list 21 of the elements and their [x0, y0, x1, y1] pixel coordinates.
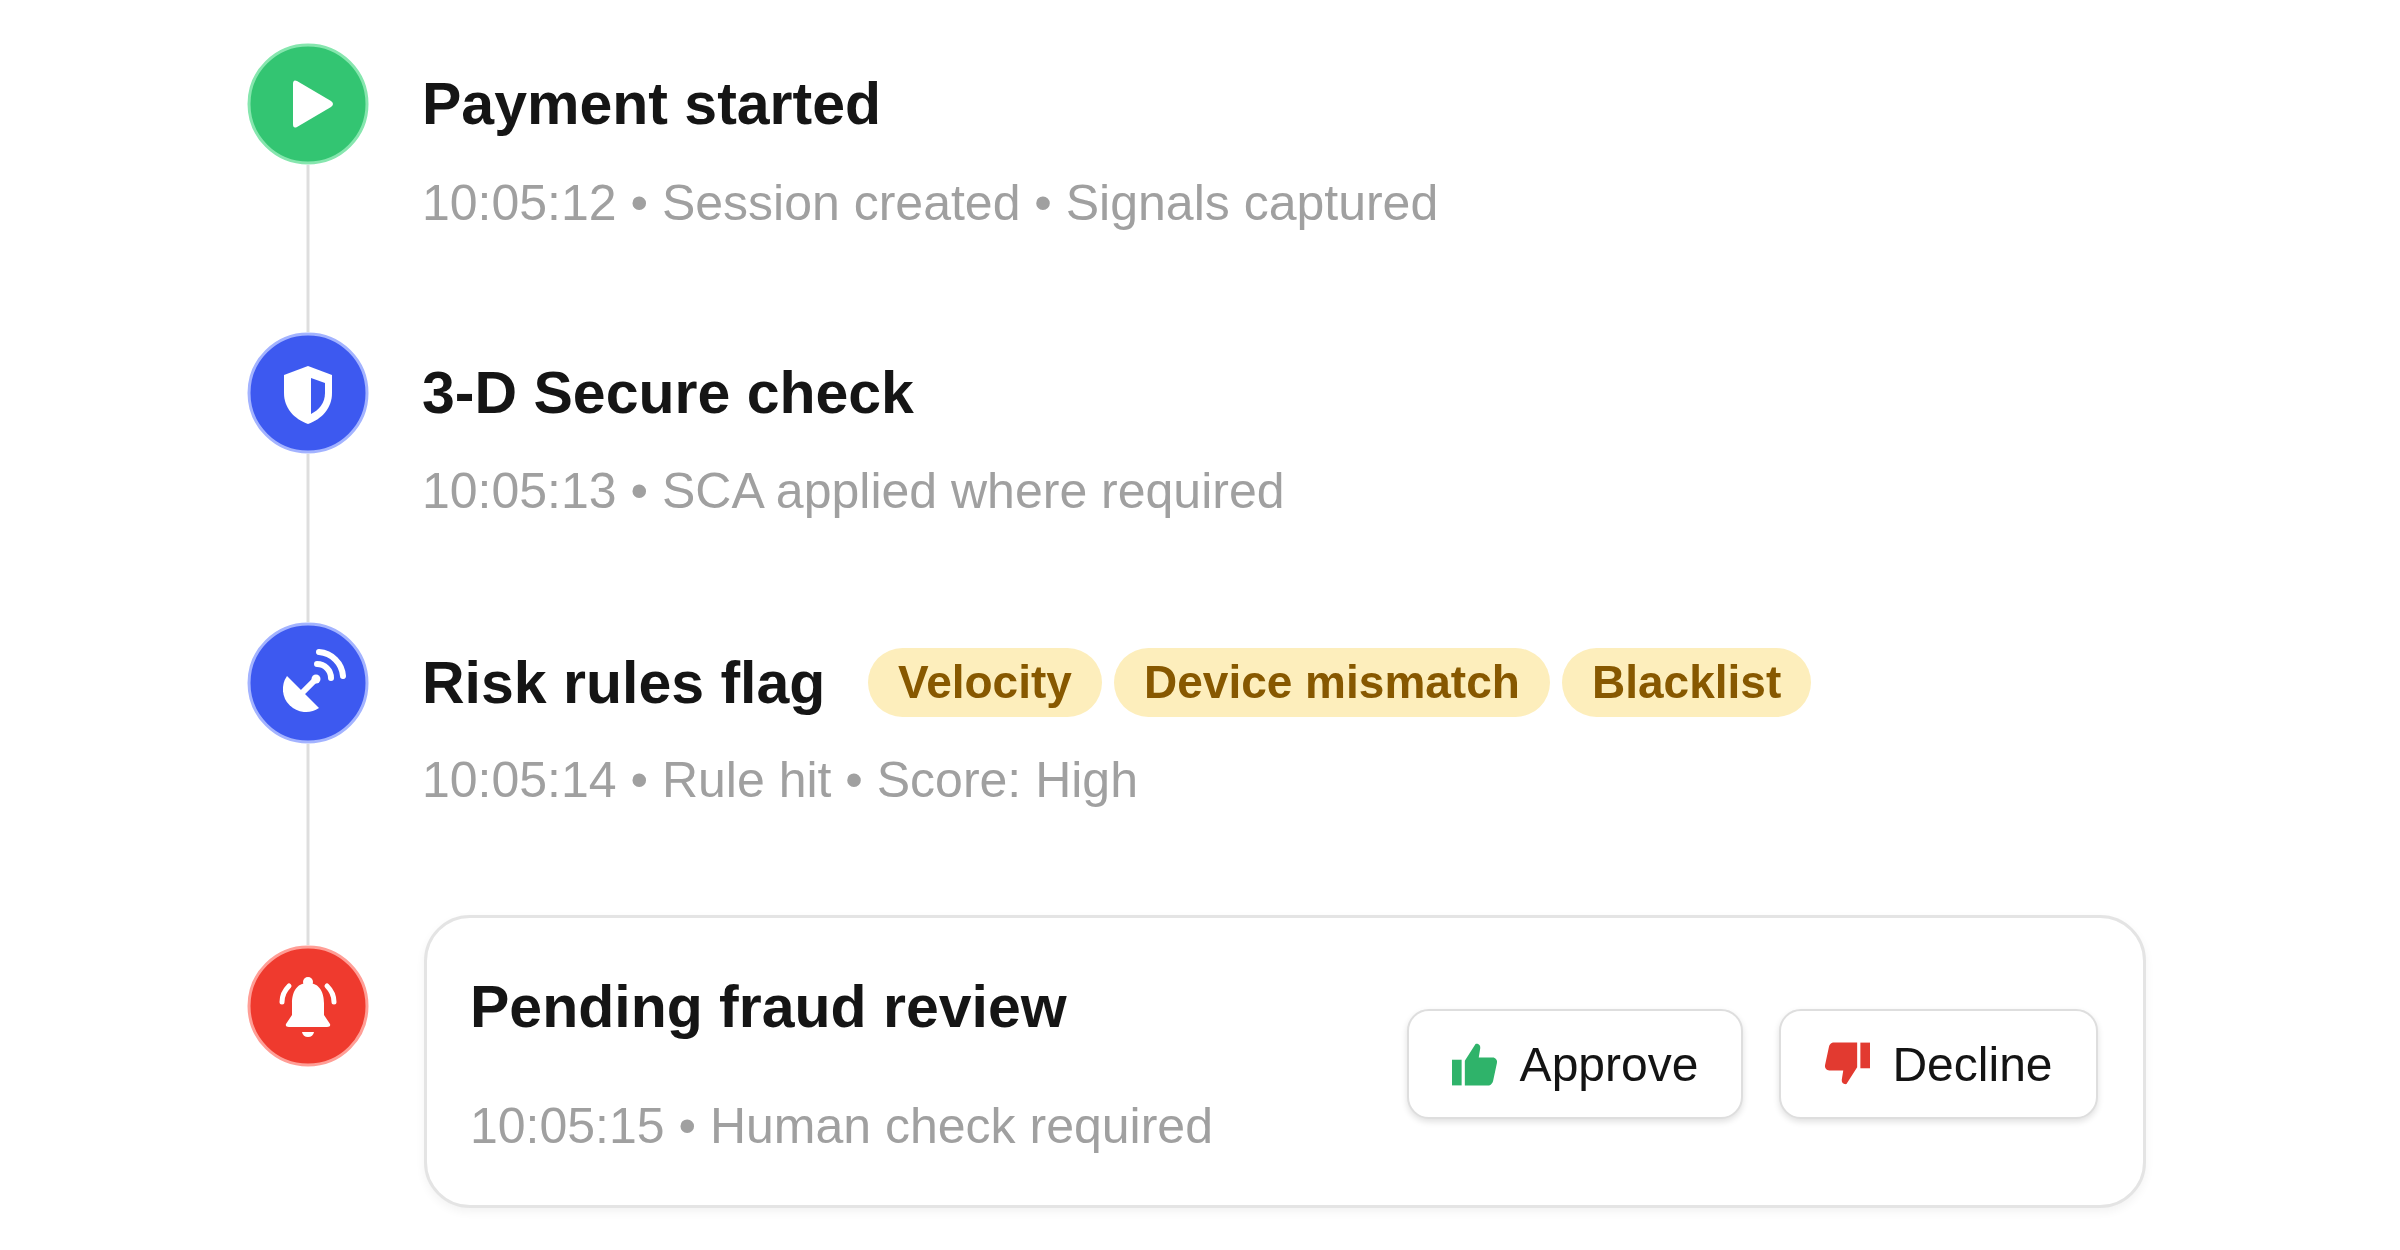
event-details: 10:05:14 • Rule hit • Score: High — [422, 751, 1138, 810]
event-title: 3-D Secure check — [422, 359, 914, 428]
event-title: Payment started — [422, 70, 882, 139]
connector-line — [306, 744, 310, 945]
connector-line — [306, 454, 310, 622]
risk-tag: Blacklist — [1562, 648, 1812, 717]
shield-icon — [247, 332, 369, 454]
decline-button: Decline — [1779, 1009, 2098, 1119]
satellite-dish-icon — [247, 622, 369, 744]
connector-line — [306, 165, 310, 332]
card-title: Pending fraud review — [470, 973, 1067, 1042]
event-title: Risk rules flag — [422, 649, 826, 718]
bell-icon — [247, 945, 369, 1067]
risk-tag: Device mismatch — [1114, 648, 1550, 717]
event-details: 10:05:12 • Session created • Signals captured — [422, 174, 1439, 233]
play-icon — [247, 43, 369, 165]
card-details: 10:05:15 • Human check required — [470, 1097, 1213, 1156]
approve-button: Approve — [1407, 1009, 1743, 1119]
event-details: 10:05:13 • SCA applied where required — [422, 462, 1285, 521]
risk-tag: Velocity — [868, 648, 1102, 717]
review-card — [424, 915, 2146, 1208]
